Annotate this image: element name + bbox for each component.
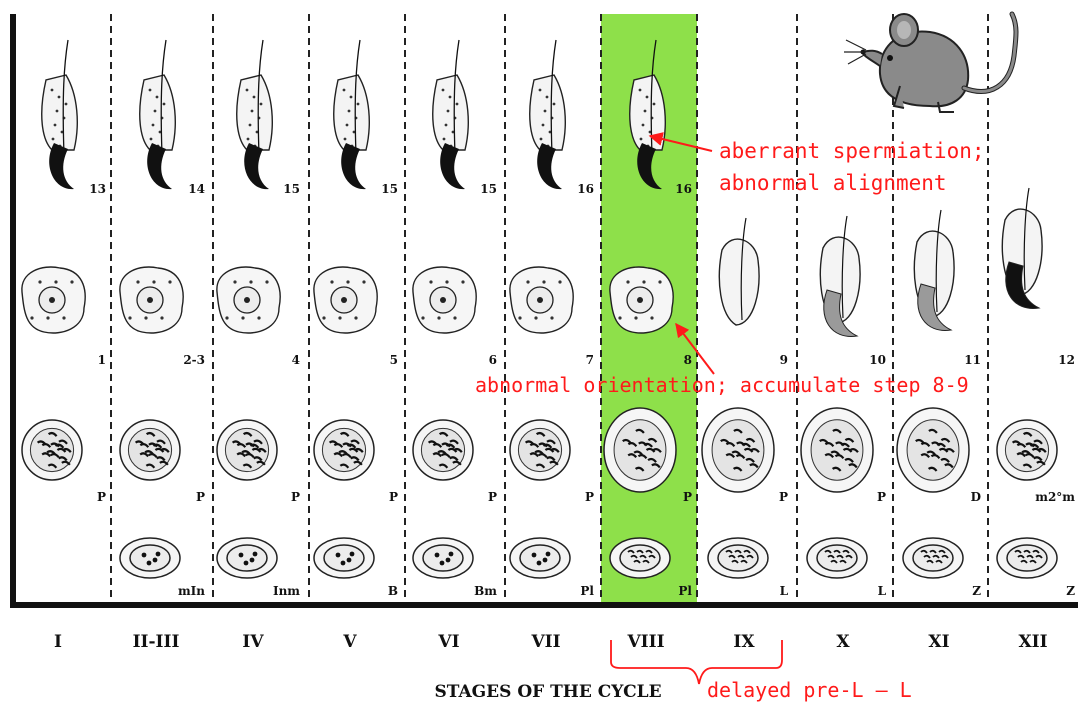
stage-label: XII	[1018, 632, 1047, 652]
spermiation-text-line1: aberrant spermiation;	[719, 139, 985, 163]
spermatocyte-cell	[22, 420, 82, 480]
elongating-spermatid-cell	[820, 216, 860, 336]
cell-step-label: Bm	[474, 584, 497, 598]
spermatocyte-cell	[897, 408, 969, 492]
elongating-spermatid-cell	[1002, 188, 1042, 308]
cell-step-label: 13	[89, 182, 106, 196]
spermatocyte-cell	[702, 408, 774, 492]
basal-germ-cell	[997, 538, 1057, 578]
round-spermatid-cell	[510, 267, 573, 333]
cell-step-label: P	[97, 490, 106, 504]
cell-step-label: 4	[292, 353, 300, 367]
cell-step-label: 15	[480, 182, 497, 196]
cell-step-label: 2-3	[183, 353, 205, 367]
cell-step-label: 7	[586, 353, 594, 367]
basal-germ-cell	[510, 538, 570, 578]
axis-title: STAGES OF THE CYCLE	[434, 682, 661, 702]
elongated-spermatid-cell	[237, 40, 273, 189]
spermatocyte-cell	[801, 408, 873, 492]
cell-step-label: D	[971, 490, 981, 504]
cell-step-label: P	[196, 490, 205, 504]
cell-step-label: P	[779, 490, 788, 504]
cell-step-label: Inm	[273, 584, 300, 598]
bottom-axis-bar	[10, 602, 1078, 608]
elongating-spermatid-cell	[914, 210, 954, 330]
cell-step-label: 9	[780, 353, 788, 367]
cell-step-label: P	[389, 490, 398, 504]
cell-step-label: 15	[381, 182, 398, 196]
elongated-spermatid-cell	[42, 40, 78, 189]
cell-step-label: 16	[577, 182, 594, 196]
basal-germ-cell	[120, 538, 180, 578]
round-spermatid-cell	[217, 267, 280, 333]
basal-germ-cell	[807, 538, 867, 578]
elongated-spermatid-cell	[334, 40, 370, 189]
spermatocyte-cell	[217, 420, 277, 480]
stage-label: I	[54, 632, 62, 652]
spermatocyte-cell	[120, 420, 180, 480]
stage-label: IX	[733, 632, 755, 652]
spermatocyte-cell	[413, 420, 473, 480]
stage-labels: I II-III IV V VI VII VIII IX X XI XII	[54, 632, 1048, 652]
stage-label: VI	[437, 632, 459, 652]
cell-step-label: 11	[964, 353, 981, 367]
cell-step-label: P	[291, 490, 300, 504]
stage-label: VII	[530, 632, 560, 652]
left-axis-bar	[10, 14, 16, 608]
cell-step-label: 8	[684, 353, 692, 367]
cell-step-label: 6	[489, 353, 497, 367]
stage-label: X	[836, 632, 850, 652]
cell-step-label: 15	[283, 182, 300, 196]
cell-step-label: Z	[972, 584, 981, 598]
cell-step-label: L	[780, 584, 789, 598]
cell-step-label: P	[585, 490, 594, 504]
stage-label: V	[342, 632, 357, 652]
round-spermatid-cell	[120, 267, 183, 333]
cell-step-label: P	[683, 490, 692, 504]
elongated-spermatid-cell	[140, 40, 176, 189]
mouse-icon	[844, 14, 1016, 112]
elongated-spermatid-cell	[433, 40, 469, 189]
cell-step-label: L	[878, 584, 887, 598]
basal-germ-cell	[217, 538, 277, 578]
cell-step-label: P	[488, 490, 497, 504]
spermatocyte-cell	[510, 420, 570, 480]
cell-step-label: P	[877, 490, 886, 504]
cell-step-label: 5	[390, 353, 398, 367]
cell-step-label: Z	[1066, 584, 1075, 598]
spermatocyte-cell	[604, 408, 676, 492]
spermiation-text-line2: abnormal alignment	[719, 171, 947, 195]
spermatocyte-cell	[997, 420, 1057, 480]
basal-germ-cell	[903, 538, 963, 578]
cell-drawings	[22, 40, 1057, 578]
round-spermatid-cell	[22, 267, 85, 333]
cell-step-label: Pl	[678, 584, 692, 598]
cell-step-label: Pl	[580, 584, 594, 598]
stage-label: XI	[928, 632, 949, 652]
cell-step-label: B	[388, 584, 398, 598]
basal-germ-cell	[314, 538, 374, 578]
stage-label: IV	[242, 632, 264, 652]
round-spermatid-cell	[610, 267, 673, 333]
delayed-text: delayed pre-L – L	[707, 678, 912, 702]
stage-label: II-III	[133, 632, 180, 652]
cell-step-label: 12	[1058, 353, 1075, 367]
basal-germ-cell	[708, 538, 768, 578]
cell-step-label: 10	[869, 353, 886, 367]
stage-label: VIII	[626, 632, 664, 652]
cell-step-label: 14	[188, 182, 205, 196]
elongated-spermatid-cell	[530, 40, 566, 189]
cell-step-label: m2°m	[1035, 490, 1075, 504]
spermatocyte-cell	[314, 420, 374, 480]
orientation-text: abnormal orientation; accumulate step 8-…	[475, 373, 969, 397]
basal-germ-cell	[413, 538, 473, 578]
round-spermatid-cell	[413, 267, 476, 333]
cell-step-label: 1	[98, 353, 106, 367]
cell-step-label: mIn	[178, 584, 205, 598]
cell-step-label: 16	[675, 182, 692, 196]
basal-germ-cell	[610, 538, 670, 578]
elongating-spermatid-cell	[719, 218, 759, 325]
round-spermatid-cell	[314, 267, 377, 333]
